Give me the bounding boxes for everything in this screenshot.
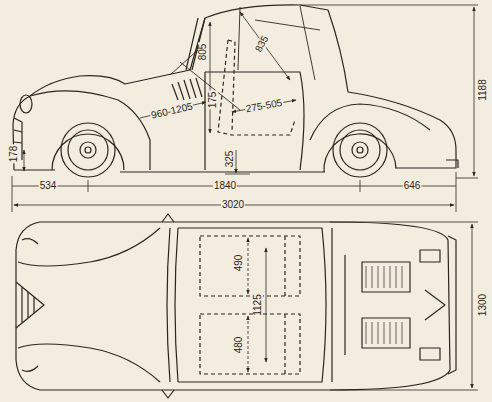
dimension-label: 646 bbox=[403, 181, 422, 191]
dim-line bbox=[210, 22, 211, 133]
dimension-label: 3020 bbox=[221, 200, 245, 210]
windshield-top bbox=[167, 228, 178, 382]
front-fender-line bbox=[30, 91, 150, 170]
top-frame bbox=[238, 6, 320, 80]
seats bbox=[200, 236, 300, 374]
dimension-label: 490 bbox=[234, 254, 244, 273]
dimension-label: 1840 bbox=[213, 181, 237, 191]
dim-line bbox=[472, 224, 473, 388]
dimension-label: 805 bbox=[198, 43, 208, 62]
front-wheel bbox=[61, 123, 115, 177]
dim-line bbox=[248, 316, 249, 372]
dimension-label: 325 bbox=[225, 150, 235, 169]
dimension-label: 178 bbox=[9, 145, 19, 164]
bumper-rear bbox=[446, 160, 458, 168]
top-body bbox=[16, 222, 450, 390]
engine-vents bbox=[362, 262, 410, 348]
top-grille bbox=[16, 282, 44, 328]
dimension-label: 480 bbox=[234, 336, 244, 355]
dimension-label: 275-505 bbox=[244, 98, 284, 115]
rear-deck bbox=[332, 228, 345, 382]
vents bbox=[172, 78, 202, 100]
rear-bumper bbox=[448, 236, 456, 374]
extension-lines bbox=[12, 5, 478, 212]
mirrors bbox=[162, 214, 174, 398]
rear-fender-line bbox=[310, 104, 430, 140]
dim-line bbox=[236, 150, 237, 173]
dimension-label: 1125 bbox=[253, 293, 263, 317]
dimension-label: 534 bbox=[39, 181, 58, 191]
seat bbox=[218, 40, 295, 135]
ground-line bbox=[225, 174, 250, 175]
dim-line bbox=[266, 248, 267, 362]
dim-line bbox=[474, 7, 475, 176]
dimension-label: 960-1205 bbox=[149, 101, 194, 121]
dimension-label: 1300 bbox=[478, 293, 488, 317]
extension-lines bbox=[330, 222, 478, 390]
cockpit bbox=[178, 228, 326, 382]
side-body bbox=[13, 5, 456, 172]
dim-line bbox=[24, 150, 25, 171]
rear-lights bbox=[420, 250, 445, 360]
headlights-top bbox=[22, 239, 38, 372]
front-fenders bbox=[18, 228, 160, 382]
dim-line bbox=[248, 238, 249, 294]
dimension-label: 835 bbox=[253, 33, 271, 54]
dim-line bbox=[240, 12, 290, 80]
rear-wheel bbox=[333, 123, 387, 177]
dimension-label: 175 bbox=[208, 91, 218, 110]
door bbox=[205, 72, 304, 170]
headlight bbox=[20, 95, 32, 113]
dimension-label: 1188 bbox=[478, 78, 488, 102]
